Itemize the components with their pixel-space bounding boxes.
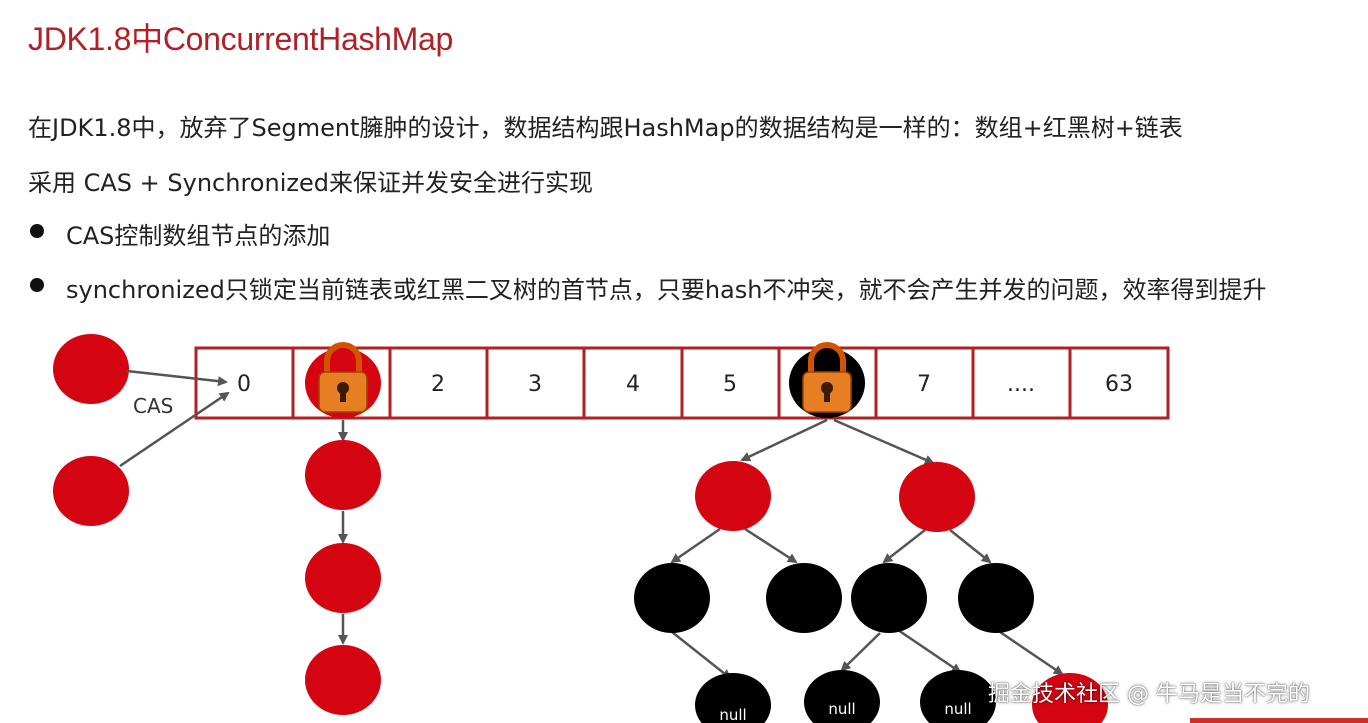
tree-edge	[670, 527, 721, 564]
cell-label-63: 63	[1105, 372, 1133, 397]
tree-node-black	[958, 563, 1034, 633]
tree-edge	[897, 628, 962, 674]
tree-edge	[840, 632, 881, 672]
description-line-2: 采用 CAS + Synchronized来保证并发安全进行实现	[28, 169, 593, 197]
tree-edge	[999, 630, 1064, 676]
description-line-1: 在JDK1.8中，放弃了Segment臃肿的设计，数据结构跟HashMap的数据…	[28, 114, 1183, 142]
tree-node-black	[634, 563, 710, 633]
cell-label-ellipsis: ....	[1007, 372, 1035, 397]
cas-node-bottom	[53, 456, 129, 526]
tree-edge	[671, 631, 732, 680]
cell-label-3: 3	[528, 372, 542, 397]
tree-node-red	[899, 462, 975, 532]
cell-label-5: 5	[723, 372, 737, 397]
list-node-3	[305, 645, 381, 715]
null-label: null	[944, 700, 971, 718]
bullet-dot-1	[30, 224, 44, 238]
lock-icon	[318, 342, 368, 413]
bullet-cas: CAS控制数组节点的添加	[66, 222, 331, 250]
watermark: 掘金技术社区 @ 牛马是当不完的	[988, 682, 1310, 707]
null-leaf-node	[804, 670, 880, 723]
null-label: null	[828, 700, 855, 718]
list-node-2	[305, 543, 381, 613]
cell-label-7: 7	[917, 372, 931, 397]
tree-node-black	[851, 563, 927, 633]
tree-edge	[882, 529, 926, 564]
null-label: null	[719, 706, 746, 723]
bullet-dot-2	[30, 278, 44, 292]
tree-leaf-red	[1032, 673, 1108, 723]
null-leaf-node	[695, 673, 771, 723]
tree-node-black	[766, 563, 842, 633]
cas-arrow-top	[126, 369, 228, 387]
cell-label-2: 2	[431, 372, 445, 397]
list-node-1	[305, 440, 381, 510]
tree-edge	[833, 418, 935, 465]
tree-edge	[740, 418, 828, 462]
page-title: JDK1.8中ConcurrentHashMap	[28, 21, 453, 57]
null-leaf-node	[920, 670, 996, 723]
tree-node-red	[695, 461, 771, 531]
cell-label-4: 4	[626, 372, 640, 397]
bullet-synchronized: synchronized只锁定当前链表或红黑二叉树的首节点，只要hash不冲突，…	[66, 276, 1267, 304]
cell-label-0: 0	[237, 372, 251, 397]
tree-edge	[949, 529, 992, 564]
cas-label: CAS	[133, 394, 173, 418]
cas-node-top	[53, 334, 129, 404]
cas-arrow-bottom	[119, 391, 230, 468]
tree-edge	[744, 527, 798, 564]
bottom-accent-bar	[1190, 718, 1368, 723]
lock-icon	[802, 342, 852, 413]
